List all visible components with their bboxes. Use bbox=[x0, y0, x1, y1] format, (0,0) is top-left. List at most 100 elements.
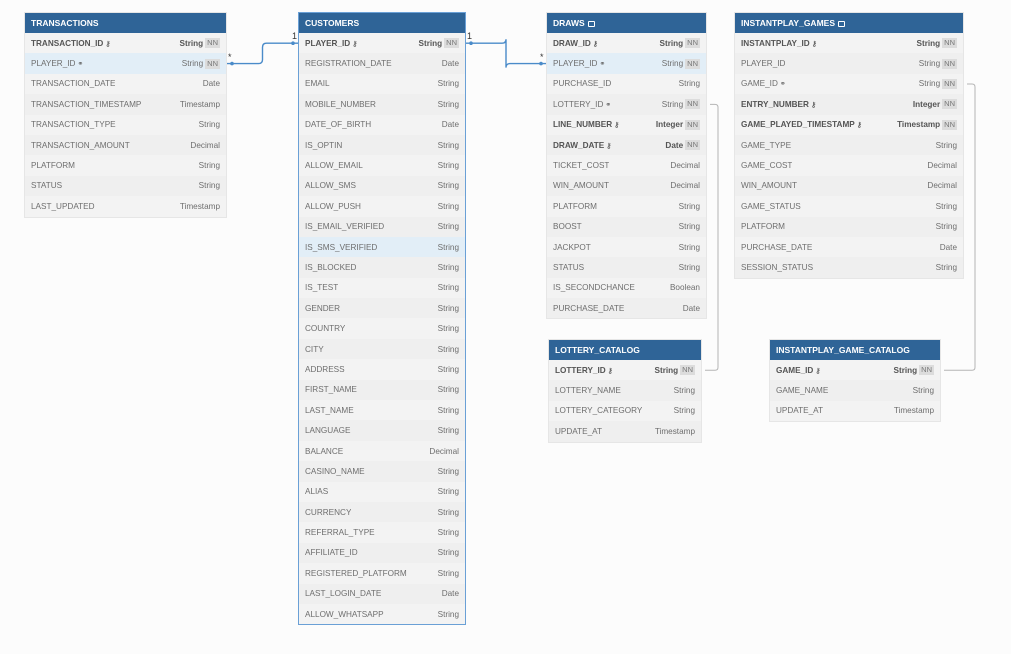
table-header[interactable]: LOTTERY_CATALOG bbox=[549, 340, 701, 360]
relationship-line[interactable] bbox=[226, 42, 299, 65]
table-header[interactable]: TRANSACTIONS bbox=[25, 13, 226, 33]
column-meta: String bbox=[936, 222, 957, 231]
note-icon[interactable] bbox=[587, 21, 595, 27]
column-meta: String bbox=[438, 385, 459, 394]
note-icon[interactable] bbox=[838, 21, 845, 27]
table-header[interactable]: INSTANTPLAY_GAMES bbox=[735, 13, 963, 33]
column-name: GAME_TYPE bbox=[741, 141, 791, 150]
column-name: IS_TEST bbox=[305, 283, 338, 292]
column-name: LINE_NUMBER⚷ bbox=[553, 120, 619, 129]
column-name: PLAYER_ID⚷ bbox=[305, 39, 357, 48]
table-header[interactable]: DRAWS bbox=[547, 13, 706, 33]
column-name: TRANSACTION_TYPE bbox=[31, 120, 116, 129]
relationship-line[interactable] bbox=[705, 103, 719, 371]
column-meta: String bbox=[438, 263, 459, 272]
column-meta: String bbox=[438, 100, 459, 109]
column-name: GENDER bbox=[305, 304, 340, 313]
link-icon: ⚭ bbox=[779, 81, 786, 89]
table-header[interactable]: INSTANTPLAY_GAME_CATALOG bbox=[770, 340, 940, 360]
relationship-line[interactable] bbox=[465, 39, 547, 68]
column-meta: String bbox=[438, 426, 459, 435]
table-header[interactable]: CUSTOMERS bbox=[299, 13, 465, 33]
